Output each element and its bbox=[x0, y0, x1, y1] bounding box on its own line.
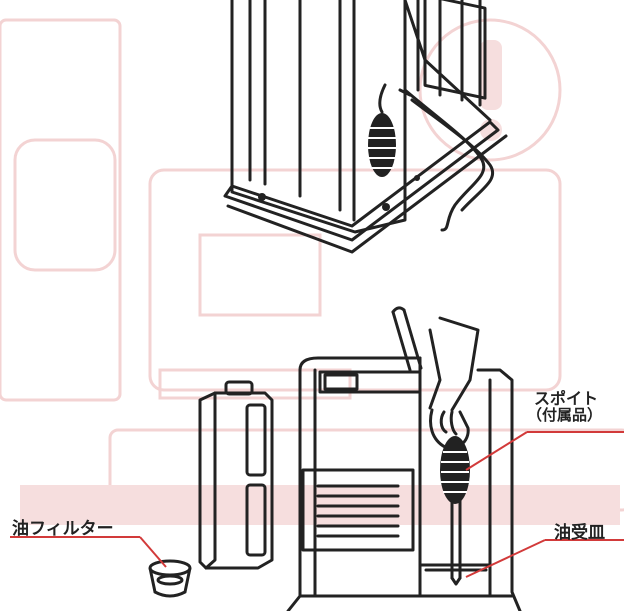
oil-filter-label: 油フィルター bbox=[12, 519, 114, 539]
oil-filter-cup bbox=[148, 559, 192, 598]
dropper-label: スポイト bbox=[534, 389, 599, 408]
dropper-accessory-label: （付属品） bbox=[527, 406, 603, 424]
oil-tray-label: 油受皿 bbox=[554, 523, 605, 543]
dropper-leader-line bbox=[465, 431, 528, 471]
tray-leader-line bbox=[465, 539, 546, 578]
